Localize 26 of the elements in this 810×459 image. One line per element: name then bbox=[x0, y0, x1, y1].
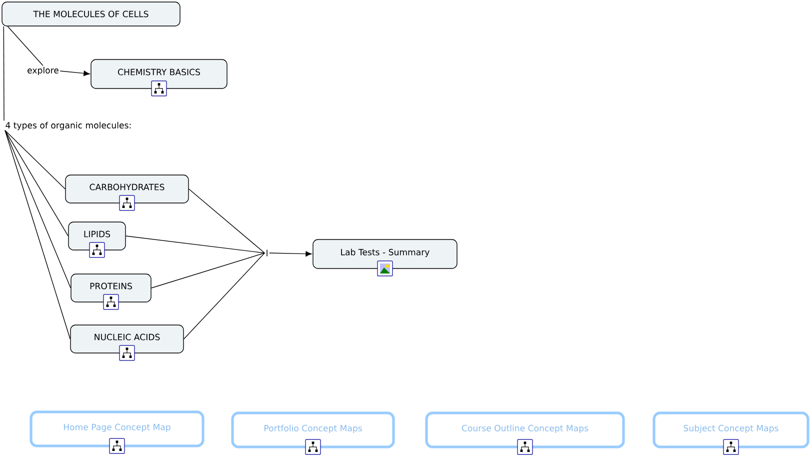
link-button: Subject Concept Maps bbox=[652, 412, 810, 448]
linking-phrase: 4 types of organic molecules: bbox=[4, 120, 133, 132]
arrow bbox=[269, 251, 312, 257]
concept-box: CHEMISTRY BASICS bbox=[90, 59, 228, 89]
concept-box: Lab Tests - Summary bbox=[312, 239, 458, 269]
concept-box: CARBOHYDRATES bbox=[65, 174, 189, 204]
connector-line bbox=[7, 26, 44, 66]
link-button: Course Outline Concept Maps bbox=[425, 412, 625, 448]
concept-box: THE MOLECULES OF CELLS bbox=[2, 2, 180, 26]
connector-line bbox=[184, 252, 265, 340]
link-button: Portfolio Concept Maps bbox=[231, 412, 395, 448]
connector-line bbox=[188, 188, 265, 254]
concept-box: LIPIDS bbox=[68, 222, 126, 250]
linking-phrase: explore bbox=[26, 66, 60, 76]
connector-line bbox=[4, 130, 66, 190]
arrow bbox=[60, 70, 90, 76]
connector-line bbox=[4, 130, 71, 288]
connector-line bbox=[3, 26, 4, 121]
concept-box: PROTEINS bbox=[70, 274, 152, 302]
concept-box: NUCLEIC ACIDS bbox=[70, 324, 184, 354]
connector-line bbox=[151, 252, 265, 288]
connector-line bbox=[126, 236, 265, 254]
link-button: Home Page Concept Map bbox=[30, 410, 204, 448]
connector-line bbox=[4, 130, 68, 236]
linking-phrase: l bbox=[264, 248, 270, 258]
connector-line bbox=[4, 130, 70, 340]
